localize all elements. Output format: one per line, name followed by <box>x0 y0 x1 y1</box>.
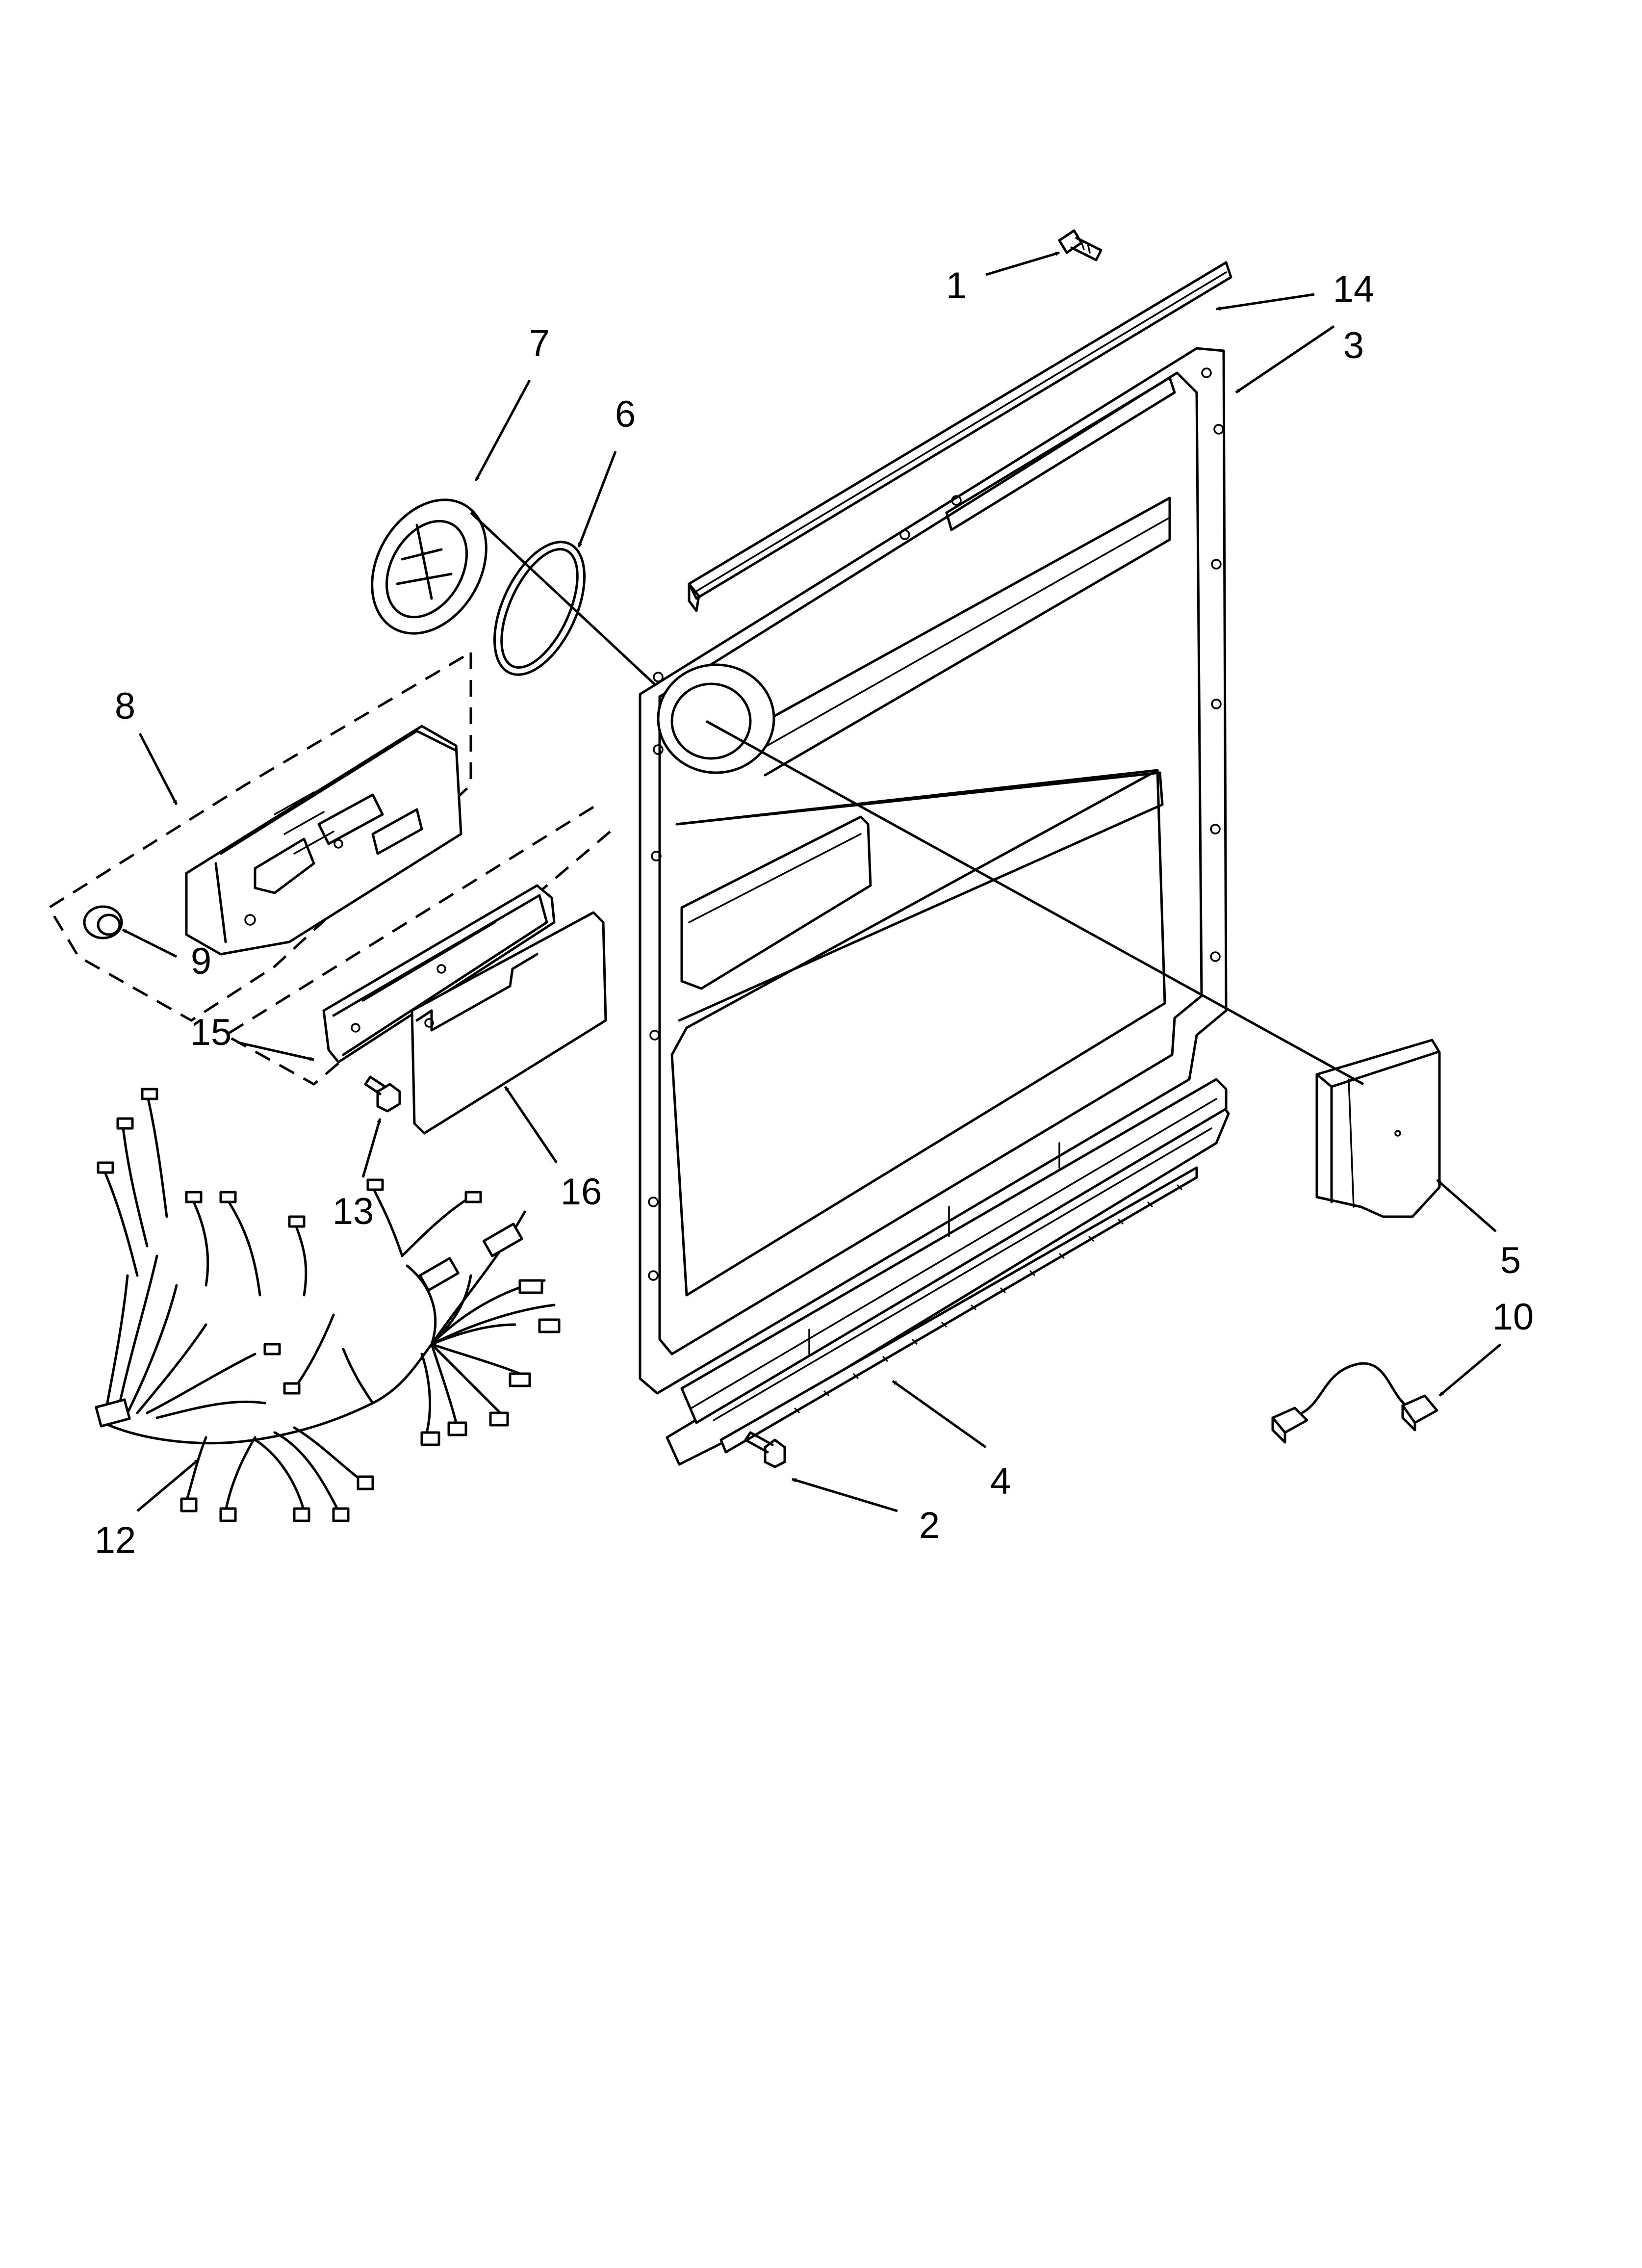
callout-16: 16 <box>504 1086 602 1213</box>
harness-connectors <box>95 1088 561 1522</box>
callouts: 1 14 3 7 6 8 9 15 <box>95 251 1534 1561</box>
top-trim-strip <box>688 261 1232 612</box>
callout-2: 2 <box>792 1478 940 1546</box>
callout-12: 12 <box>95 1459 200 1561</box>
callout-7: 7 <box>474 322 550 482</box>
label-10: 10 <box>1492 1296 1534 1338</box>
label-5: 5 <box>1500 1240 1521 1281</box>
callout-1: 1 <box>946 251 1060 307</box>
screw-board <box>364 1075 401 1113</box>
callout-10: 10 <box>1438 1296 1534 1397</box>
vent-hatching <box>794 1184 1183 1414</box>
label-3: 3 <box>1343 325 1364 366</box>
align-line-7 <box>470 512 656 685</box>
cable-assembly <box>1271 1362 1438 1444</box>
screw-top <box>1058 229 1103 261</box>
callout-9: 9 <box>122 928 211 982</box>
bottom-vent-strip <box>666 1078 1230 1466</box>
label-15: 15 <box>190 1012 232 1053</box>
label-6: 6 <box>615 393 636 435</box>
callout-14: 14 <box>1216 268 1375 311</box>
callout-13: 13 <box>333 1118 382 1232</box>
label-8: 8 <box>115 685 135 727</box>
label-7: 7 <box>529 322 550 364</box>
panel-screw-dots <box>648 367 1224 1281</box>
ring-gasket <box>493 541 586 676</box>
callout-6: 6 <box>577 393 636 547</box>
label-14: 14 <box>1333 268 1375 310</box>
callout-8: 8 <box>115 685 178 806</box>
shield-plate <box>410 911 607 1135</box>
callout-4: 4 <box>892 1380 1011 1502</box>
align-line-5 <box>705 720 1364 1086</box>
label-9: 9 <box>191 940 211 982</box>
vent-cap <box>371 498 487 635</box>
side-bracket <box>1315 1039 1441 1218</box>
callout-15: 15 <box>190 1012 314 1061</box>
label-16: 16 <box>561 1171 602 1213</box>
wiring-harness <box>95 1088 561 1522</box>
label-12: 12 <box>95 1519 136 1561</box>
inner-door-panel <box>639 347 1228 1395</box>
label-4: 4 <box>990 1460 1011 1502</box>
label-2: 2 <box>919 1505 940 1546</box>
callout-3: 3 <box>1235 325 1364 394</box>
label-1: 1 <box>946 265 967 307</box>
label-13: 13 <box>333 1191 374 1232</box>
push-button <box>83 905 123 939</box>
circuit-board <box>322 884 556 1064</box>
screw-bottom <box>744 1431 786 1468</box>
callout-5: 5 <box>1436 1179 1521 1281</box>
